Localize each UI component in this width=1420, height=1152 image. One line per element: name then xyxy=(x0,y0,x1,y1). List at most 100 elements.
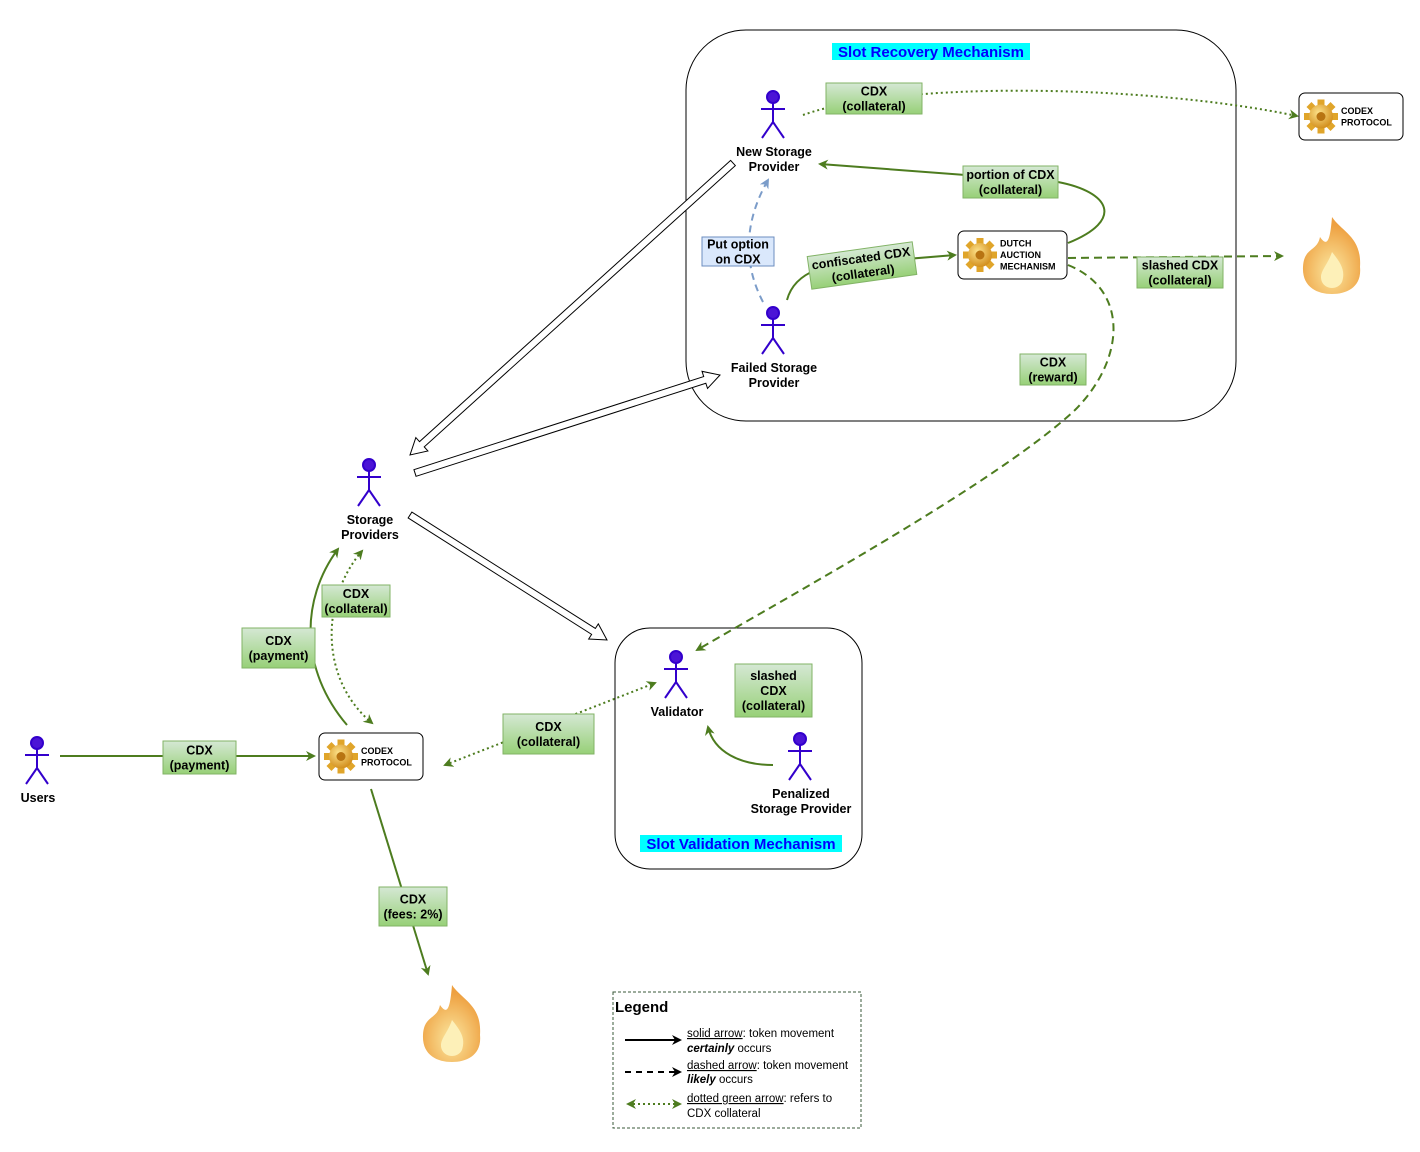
svg-text:certainly occurs: certainly occurs xyxy=(687,1043,772,1055)
edge-label-text: portion of CDX xyxy=(966,168,1055,182)
edge-label-text: (payment) xyxy=(249,649,309,663)
storage-providers-label: Storage xyxy=(347,513,394,527)
legend-title: Legend xyxy=(615,999,668,1016)
edge-new-sp-to-codex-collateral[interactable] xyxy=(802,89,1299,120)
node-label: DUTCH xyxy=(1000,239,1032,249)
validator-actor[interactable]: Validator xyxy=(651,650,704,719)
stick-figure-icon xyxy=(664,650,688,699)
stick-figure-icon xyxy=(788,732,812,781)
slot-validation-title-highlight xyxy=(640,835,842,852)
penalized-storage-provider-label: Penalized xyxy=(772,787,830,801)
edge-label-slashed-recovery: slashed CDX(collateral) xyxy=(1136,256,1224,289)
edge-label-text: Put option xyxy=(707,238,769,252)
edge-label-text: (collateral) xyxy=(979,183,1042,197)
legend-text: occurs xyxy=(734,1043,771,1055)
edge-new-sp-to-storage-providers[interactable] xyxy=(409,159,737,456)
node-label: MECHANISM xyxy=(1000,262,1056,272)
users-label: Users xyxy=(21,791,56,805)
edge-label-portion-collateral: portion of CDX(collateral) xyxy=(962,165,1059,199)
node-label: PROTOCOL xyxy=(1341,117,1392,127)
edge-label-text: (collateral) xyxy=(517,735,580,749)
edge-label-text: CDX xyxy=(265,634,292,648)
edge-label-text: CDX xyxy=(535,720,562,734)
fire-icon xyxy=(422,985,481,1062)
new-storage-provider-label: Provider xyxy=(749,160,800,174)
edge-storage-providers-to-validator[interactable] xyxy=(407,511,608,641)
fire-icon xyxy=(1302,217,1361,294)
svg-text:solid arrow: token movement: solid arrow: token movement xyxy=(687,1028,835,1040)
gear-icon xyxy=(324,739,358,774)
legend-text: : refers to xyxy=(784,1093,833,1105)
edge-label-reward: CDX(reward) xyxy=(1019,353,1087,386)
edge-labels: CDX(collateral)portion of CDX(collateral… xyxy=(162,82,1224,927)
legend-term: dotted green arrow xyxy=(687,1093,784,1105)
edge-label-text: (fees: 2%) xyxy=(383,908,442,922)
node-label: PROTOCOL xyxy=(361,757,412,767)
storage-providers-label: Providers xyxy=(341,528,399,542)
edge-codex-to-burn[interactable] xyxy=(370,788,431,976)
new-storage-provider-label: New Storage xyxy=(736,145,812,159)
legend: Legend solid arrow: token movement certa… xyxy=(612,991,862,1129)
edges xyxy=(60,89,1299,976)
edge-label-validator-collateral: CDX(collateral) xyxy=(502,713,595,755)
hollow-arrows xyxy=(407,159,737,641)
edge-label-sp-payment: CDX(payment) xyxy=(241,627,316,669)
edge-label-text: CDX xyxy=(343,587,370,601)
legend-term: solid arrow xyxy=(687,1028,743,1040)
edge-label-text: slashed CDX xyxy=(1142,259,1219,273)
svg-text:dotted green arrow: refers to: dotted green arrow: refers to xyxy=(687,1093,832,1105)
slot-recovery-title-highlight xyxy=(832,43,1030,60)
nodes: CODEXPROTOCOLCODEXPROTOCOLDUTCHAUCTIONME… xyxy=(318,92,1404,781)
penalized-storage-provider-label: Storage Provider xyxy=(751,802,852,816)
gear-icon xyxy=(963,238,997,272)
node-label: CODEX xyxy=(361,746,393,756)
stick-figure-icon xyxy=(761,90,785,139)
legend-text: CDX collateral xyxy=(687,1108,761,1120)
users-actor[interactable]: Users xyxy=(21,736,56,805)
edge-label-text: (collateral) xyxy=(842,100,905,114)
failed-storage-provider-label: Provider xyxy=(749,376,800,390)
edge-codex-to-storage-providers[interactable] xyxy=(309,547,348,726)
edge-label-text: CDX xyxy=(400,893,427,907)
edge-sp-codex-collateral[interactable] xyxy=(330,549,374,725)
edge-label-text: (reward) xyxy=(1028,371,1077,385)
node-label: AUCTION xyxy=(1000,250,1041,260)
edge-dutch-to-validator[interactable] xyxy=(695,264,1115,652)
svg-text:dashed arrow: token movement: dashed arrow: token movement xyxy=(687,1060,849,1072)
slot-recovery-title: Slot Recovery Mechanism xyxy=(838,44,1024,61)
stick-figure-icon xyxy=(25,736,49,785)
legend-text: occurs xyxy=(716,1074,753,1086)
legend-term: dashed arrow xyxy=(687,1060,757,1072)
edge-label-text: CDX xyxy=(186,744,213,758)
stick-figure-icon xyxy=(761,306,785,355)
legend-emphasis: likely xyxy=(687,1074,716,1086)
edge-label-text: (collateral) xyxy=(1148,274,1211,288)
edge-storage-providers-to-failed-sp[interactable] xyxy=(413,370,721,477)
validator-label: Validator xyxy=(651,705,704,719)
stick-figure-icon xyxy=(357,458,381,507)
legend-emphasis: certainly xyxy=(687,1043,735,1055)
edge-label-text: CDX xyxy=(861,85,888,99)
edge-dutch-to-new-sp[interactable] xyxy=(818,159,1106,244)
edge-penalized-to-validator[interactable] xyxy=(705,725,774,766)
slot-recovery-container xyxy=(685,29,1237,422)
edge-label-text: slashed xyxy=(750,669,797,683)
svg-text:likely occurs: likely occurs xyxy=(687,1074,753,1086)
node-label: CODEX xyxy=(1341,106,1373,116)
slot-validation-title: Slot Validation Mechanism xyxy=(646,836,835,853)
legend-text: : token movement xyxy=(757,1060,849,1072)
failed-storage-provider-label: Failed Storage xyxy=(731,361,817,375)
edge-label-sp-collateral: CDX(collateral) xyxy=(321,584,391,618)
edge-label-text: CDX xyxy=(760,684,787,698)
